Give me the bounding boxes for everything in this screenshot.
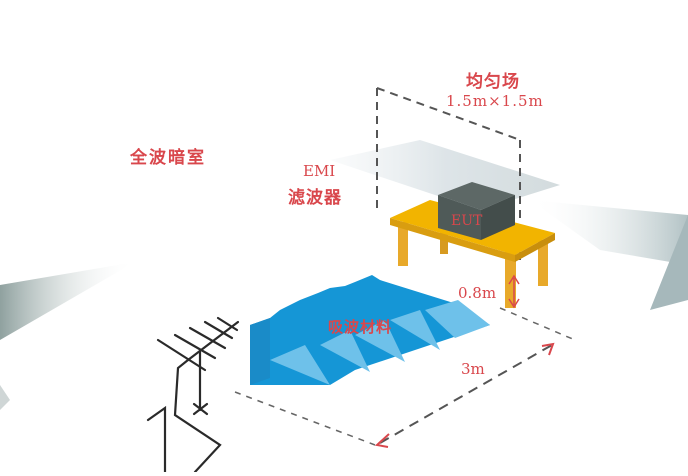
emi-filter-label: 滤波器 — [288, 188, 342, 208]
absorber-label: 吸波材料 — [328, 318, 393, 336]
distance-arrowheads — [374, 342, 555, 448]
eut-label: EUT — [451, 213, 483, 229]
chamber-label: 全波暗室 — [130, 148, 206, 168]
distance-label: 3m — [461, 360, 485, 378]
antenna — [146, 316, 240, 474]
wall-absorber-left — [0, 262, 135, 410]
uniform-field-size-label: 1.5m×1.5m — [446, 92, 544, 110]
emi-label: EMI — [303, 162, 336, 180]
table-height-label: 0.8m — [458, 284, 497, 302]
height-arrow — [508, 274, 520, 309]
absorber-block — [250, 275, 490, 385]
eut-box — [438, 182, 515, 240]
wall-absorber-right — [650, 215, 688, 310]
floor-guide-lines — [234, 307, 576, 446]
uniform-field-label: 均匀场 — [466, 72, 520, 92]
